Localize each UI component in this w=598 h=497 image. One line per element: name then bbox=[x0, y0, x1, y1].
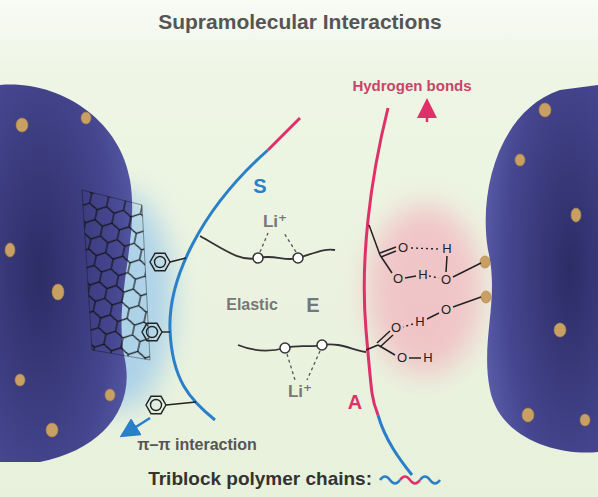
block-letter: S bbox=[253, 175, 266, 197]
ion-label: Li⁺ bbox=[288, 383, 312, 402]
atom-label: H bbox=[423, 351, 432, 365]
interaction-label: Hydrogen bonds bbox=[352, 78, 471, 95]
atom-label: H bbox=[442, 242, 451, 256]
atom-label: O bbox=[397, 351, 407, 365]
block-label: Elastic bbox=[226, 296, 278, 314]
atom-label: O bbox=[441, 303, 451, 317]
figure-caption: Triblock polymer chains: bbox=[148, 469, 372, 490]
atom-label: O bbox=[393, 272, 403, 286]
atom-label: H bbox=[415, 315, 424, 329]
ion-label: Li⁺ bbox=[263, 213, 287, 232]
block-letter: E bbox=[306, 294, 319, 316]
atom-label: O bbox=[391, 321, 401, 335]
interaction-label: π–π interaction bbox=[137, 436, 257, 454]
atom-label: O bbox=[398, 241, 408, 255]
figure-title: Supramolecular Interactions bbox=[158, 10, 442, 33]
atom-label: O bbox=[441, 273, 451, 287]
atom-label: H bbox=[418, 268, 427, 282]
block-letter: A bbox=[348, 391, 362, 413]
